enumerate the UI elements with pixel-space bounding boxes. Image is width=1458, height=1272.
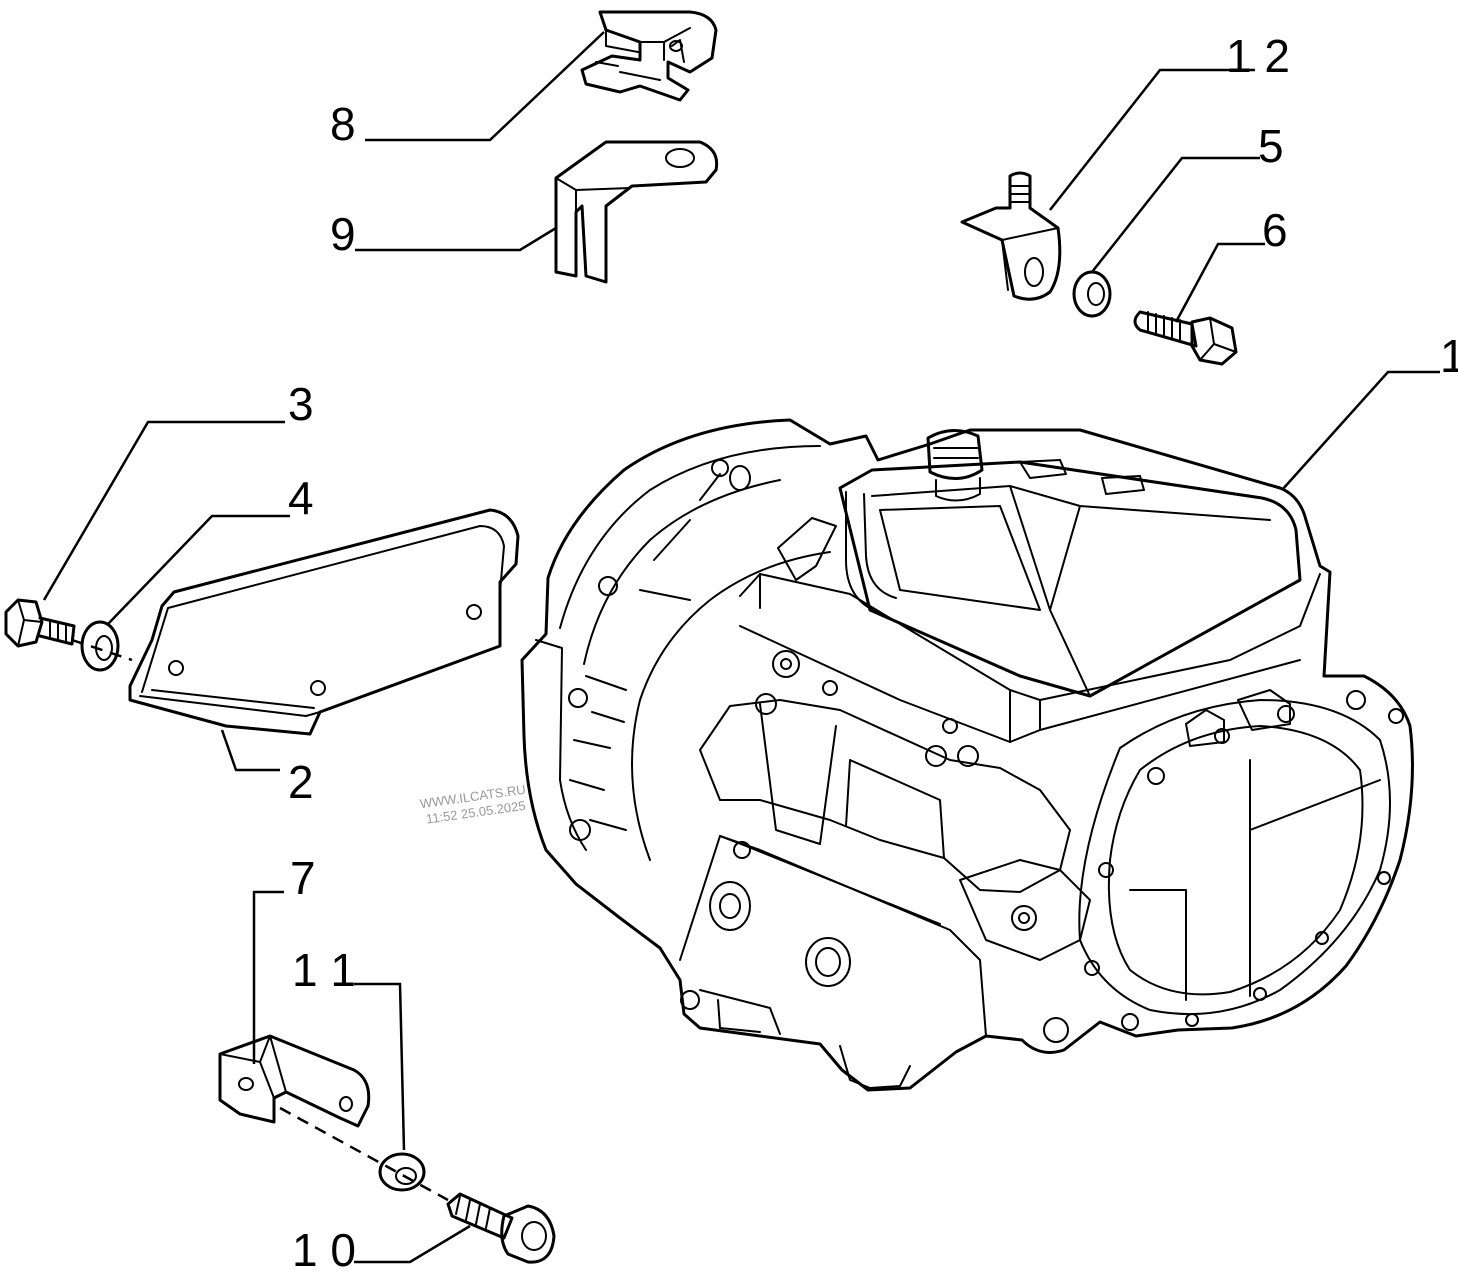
callout-9: 9 <box>330 208 356 260</box>
leader-1 <box>1281 370 1440 491</box>
callout-3: 3 <box>288 378 314 430</box>
leader-3 <box>42 420 285 601</box>
part-11-washer <box>378 1152 426 1192</box>
leader-2 <box>220 729 280 772</box>
leader-10 <box>354 1224 471 1264</box>
callout-11: 1 1 <box>292 944 356 996</box>
part-12-stud-bracket <box>960 171 1062 301</box>
leader-4 <box>107 514 290 625</box>
callout-12: 1 2 <box>1226 30 1290 82</box>
leader-6 <box>1174 242 1265 323</box>
leader-5 <box>1091 156 1260 273</box>
leader-11 <box>354 982 406 1151</box>
axis-line-7-11-10 <box>279 1106 449 1202</box>
part-7-angle-bracket <box>218 1034 371 1128</box>
leader-12 <box>1049 68 1255 211</box>
axis-line-3-4 <box>71 638 133 662</box>
leader-7 <box>252 890 284 1064</box>
part-4-washer <box>80 620 120 672</box>
part-6-bolt <box>1133 310 1238 366</box>
part-2-cover-plate <box>128 508 520 736</box>
callout-10: 1 0 <box>292 1224 356 1272</box>
callout-6: 6 <box>1262 204 1288 256</box>
callout-2: 2 <box>288 756 314 808</box>
callout-7: 7 <box>290 852 316 904</box>
part-10-bolt <box>446 1192 556 1264</box>
watermark: WWW.ILCATS.RU 11:52 25.05.2025 <box>419 782 527 827</box>
callout-4: 4 <box>288 472 314 524</box>
part-9-bracket <box>554 140 719 284</box>
part-1-gearbox-assembly <box>520 418 1414 1092</box>
part-5-washer <box>1072 270 1112 318</box>
leader-9 <box>355 226 557 252</box>
callout-1: 1 <box>1440 330 1458 382</box>
leader-8 <box>365 31 605 142</box>
callout-8: 8 <box>330 98 356 150</box>
callout-5: 5 <box>1258 120 1284 172</box>
part-3-screw <box>4 598 76 648</box>
part-8-clamp <box>580 10 718 102</box>
